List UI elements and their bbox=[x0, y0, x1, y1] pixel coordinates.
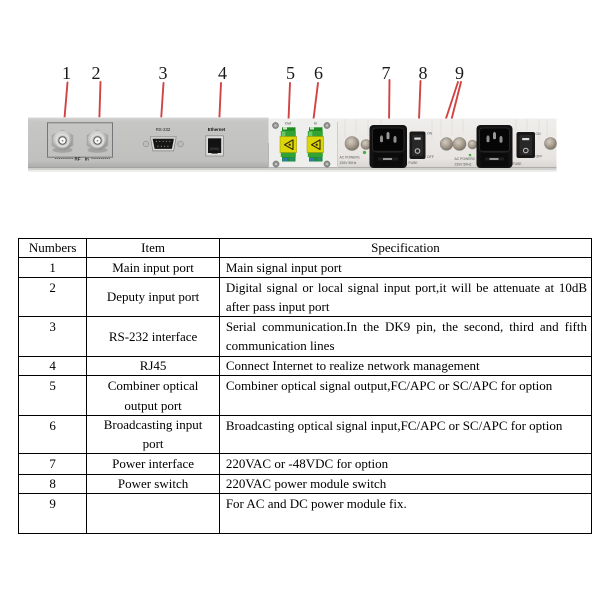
svg-text:2: 2 bbox=[92, 63, 101, 83]
svg-text:RS-232: RS-232 bbox=[156, 127, 171, 132]
svg-text:AC POWER2: AC POWER2 bbox=[455, 157, 475, 161]
svg-text:Out: Out bbox=[285, 121, 292, 126]
svg-text:3: 3 bbox=[159, 63, 168, 83]
svg-text:1: 1 bbox=[62, 63, 71, 83]
svg-text:OFF: OFF bbox=[427, 155, 434, 159]
svg-text:4: 4 bbox=[218, 63, 227, 83]
svg-text:RF: RF bbox=[74, 156, 80, 161]
svg-text:FUSE: FUSE bbox=[513, 162, 523, 166]
svg-text:OFF: OFF bbox=[536, 155, 543, 159]
svg-text:In: In bbox=[314, 121, 317, 126]
svg-text:FUSE: FUSE bbox=[409, 161, 419, 165]
svg-text:9: 9 bbox=[455, 63, 464, 83]
svg-text:5: 5 bbox=[286, 63, 295, 83]
svg-text:ON: ON bbox=[536, 132, 542, 136]
svg-text:In: In bbox=[85, 156, 89, 161]
svg-text:AC POWER1: AC POWER1 bbox=[340, 156, 360, 160]
svg-text:6: 6 bbox=[314, 63, 323, 83]
svg-text:220V 50Hz: 220V 50Hz bbox=[455, 163, 472, 167]
svg-text:Ethernet: Ethernet bbox=[208, 127, 226, 132]
svg-text:8: 8 bbox=[419, 63, 428, 83]
svg-text:220V 50Hz: 220V 50Hz bbox=[340, 161, 357, 165]
svg-text:7: 7 bbox=[382, 63, 391, 83]
svg-text:ON: ON bbox=[427, 132, 433, 136]
